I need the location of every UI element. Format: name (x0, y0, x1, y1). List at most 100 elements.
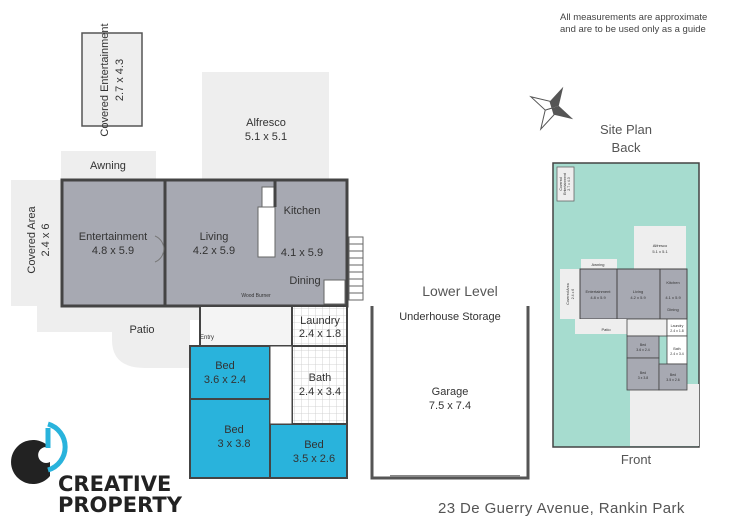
creative-property-logo (11, 421, 68, 485)
disclaimer: All measurements are approximate and are… (560, 12, 740, 36)
mini-kitchen-1: Kitchen (666, 280, 679, 285)
mini-living-1: Living (633, 289, 643, 294)
mini-bed2-1: Bed (640, 371, 646, 375)
kitchen-name: Kitchen (284, 205, 321, 217)
covered-entertainment-area (81, 32, 143, 127)
brand-name: CREATIVE PROPERTY (58, 474, 182, 516)
site-mini-covered-ent (556, 166, 575, 202)
garage-dims: 7.5 x 7.4 (429, 400, 471, 412)
patio-name: Patio (129, 324, 154, 336)
site-plan-front-label: Front (620, 452, 652, 467)
laundry-name: Laundry (300, 315, 340, 327)
entertainment-room (62, 180, 165, 306)
mini-bath-1: Bath (673, 347, 680, 351)
site-mini-alfresco (634, 226, 686, 269)
site-mini-patio (575, 319, 627, 334)
bed-room-1 (189, 345, 271, 400)
garage-name: Garage (432, 386, 469, 398)
mini-awning: Awning (591, 262, 604, 267)
garage-walls (370, 306, 530, 480)
site-mini-bed1 (626, 335, 660, 359)
entertainment-name: Entertainment (79, 231, 147, 243)
bed1-dims: 3.6 x 2.4 (204, 374, 246, 386)
mini-entertainment-1: Entertainment (586, 289, 612, 294)
mini-bed1-2: 3.6 x 2.4 (636, 348, 649, 352)
site-mini-living (616, 268, 661, 320)
mini-laundry-1: Laundry (671, 324, 684, 328)
mini-entertainment-2: 4.8 x 5.9 (590, 295, 606, 300)
awning-area (61, 151, 156, 180)
mini-laundry-2: 2.4 x 1.8 (670, 329, 683, 333)
mini-kitchen-2: 4.1 x 5.9 (665, 295, 681, 300)
door-swing-icon (154, 235, 165, 263)
covered-area-dims: 2.4 x 6 (40, 223, 52, 256)
mini-covered-ent-1: Covered (559, 177, 563, 190)
bed-room-3 (269, 423, 348, 479)
pantry (323, 279, 346, 305)
covered-ent-dims: 2.7 x 4.3 (114, 59, 126, 101)
alfresco-area (202, 72, 329, 180)
site-mini-entertainment (579, 268, 618, 320)
dining-name: Dining (289, 275, 320, 287)
entertainment-dims: 4.8 x 5.9 (92, 245, 134, 257)
mini-alfresco-1: Alfresco (653, 243, 668, 248)
mini-covered-area-2: 2.4 x 6 (571, 289, 575, 300)
bed3-name: Bed (304, 439, 324, 451)
bed1-name: Bed (215, 360, 235, 372)
disclaimer-line-2: and are to be used only as a guide (560, 24, 706, 35)
site-mini-awning (581, 259, 617, 269)
alfresco-name: Alfresco (246, 117, 286, 129)
mini-bed1-1: Bed (640, 343, 646, 347)
living-dims: 4.2 x 5.9 (193, 245, 235, 257)
entry-name: Entry (200, 335, 214, 341)
site-mini-covered-area (560, 269, 580, 319)
site-mini-bed2 (626, 357, 660, 391)
lower-level-title: Lower Level (422, 283, 498, 299)
wood-burner-name: Wood Burner (241, 293, 271, 299)
patio-area (37, 306, 200, 368)
stairs-icon (348, 236, 364, 301)
site-mini-kitchen (659, 268, 688, 320)
awning-name: Awning (90, 160, 126, 172)
mini-bed3-2: 3.5 x 2.6 (666, 378, 679, 382)
bed2-dims: 3 x 3.8 (217, 438, 250, 450)
site-mini-entry (626, 318, 668, 337)
hallway (269, 345, 293, 425)
mini-bed2-2: 3 x 3.8 (638, 376, 649, 380)
mini-living-2: 4.2 x 5.9 (630, 295, 646, 300)
mini-covered-ent-2: Entertainment (563, 173, 567, 195)
brand-line-1: CREATIVE (58, 472, 172, 496)
wood-burner (261, 186, 276, 208)
site-plan-title-line-1: Site Plan (599, 122, 653, 137)
bed2-name: Bed (224, 424, 244, 436)
covered-ent-name: Covered Entertainment (99, 23, 111, 136)
mini-dining: Dining (667, 307, 678, 312)
underhouse-label: Underhouse Storage (399, 311, 501, 323)
mini-covered-ent-3: 2.7 x 4.3 (567, 177, 571, 190)
kitchen-bench (257, 206, 276, 258)
site-plan-title: Site Plan Back (576, 121, 676, 157)
mini-bed3-1: Bed (670, 373, 676, 377)
bath-room (291, 345, 348, 425)
compass-icon (529, 86, 574, 131)
mini-covered-area-1: Covered Area (566, 283, 570, 304)
laundry-dims: 2.4 x 1.8 (299, 328, 341, 340)
bed-room-2 (189, 398, 271, 479)
bath-name: Bath (309, 372, 332, 384)
disclaimer-line-1: All measurements are approximate (560, 12, 708, 23)
brand-line-2: PROPERTY (58, 493, 182, 517)
address: 23 De Guerry Avenue, Rankin Park (438, 500, 685, 517)
bed3-dims: 3.5 x 2.6 (293, 453, 335, 465)
mini-alfresco-2: 5.1 x 5.1 (652, 249, 668, 254)
living-name: Living (200, 231, 229, 243)
site-mini-bed3 (658, 363, 688, 391)
mini-patio: Patio (601, 327, 611, 332)
laundry-room (291, 305, 348, 347)
alfresco-dims: 5.1 x 5.1 (245, 131, 287, 143)
kitchen-dims: 4.1 x 5.9 (281, 247, 323, 259)
site-driveway (630, 384, 699, 446)
covered-area-name: Covered Area (26, 205, 38, 273)
living-room (165, 180, 275, 306)
covered-area (11, 180, 62, 306)
